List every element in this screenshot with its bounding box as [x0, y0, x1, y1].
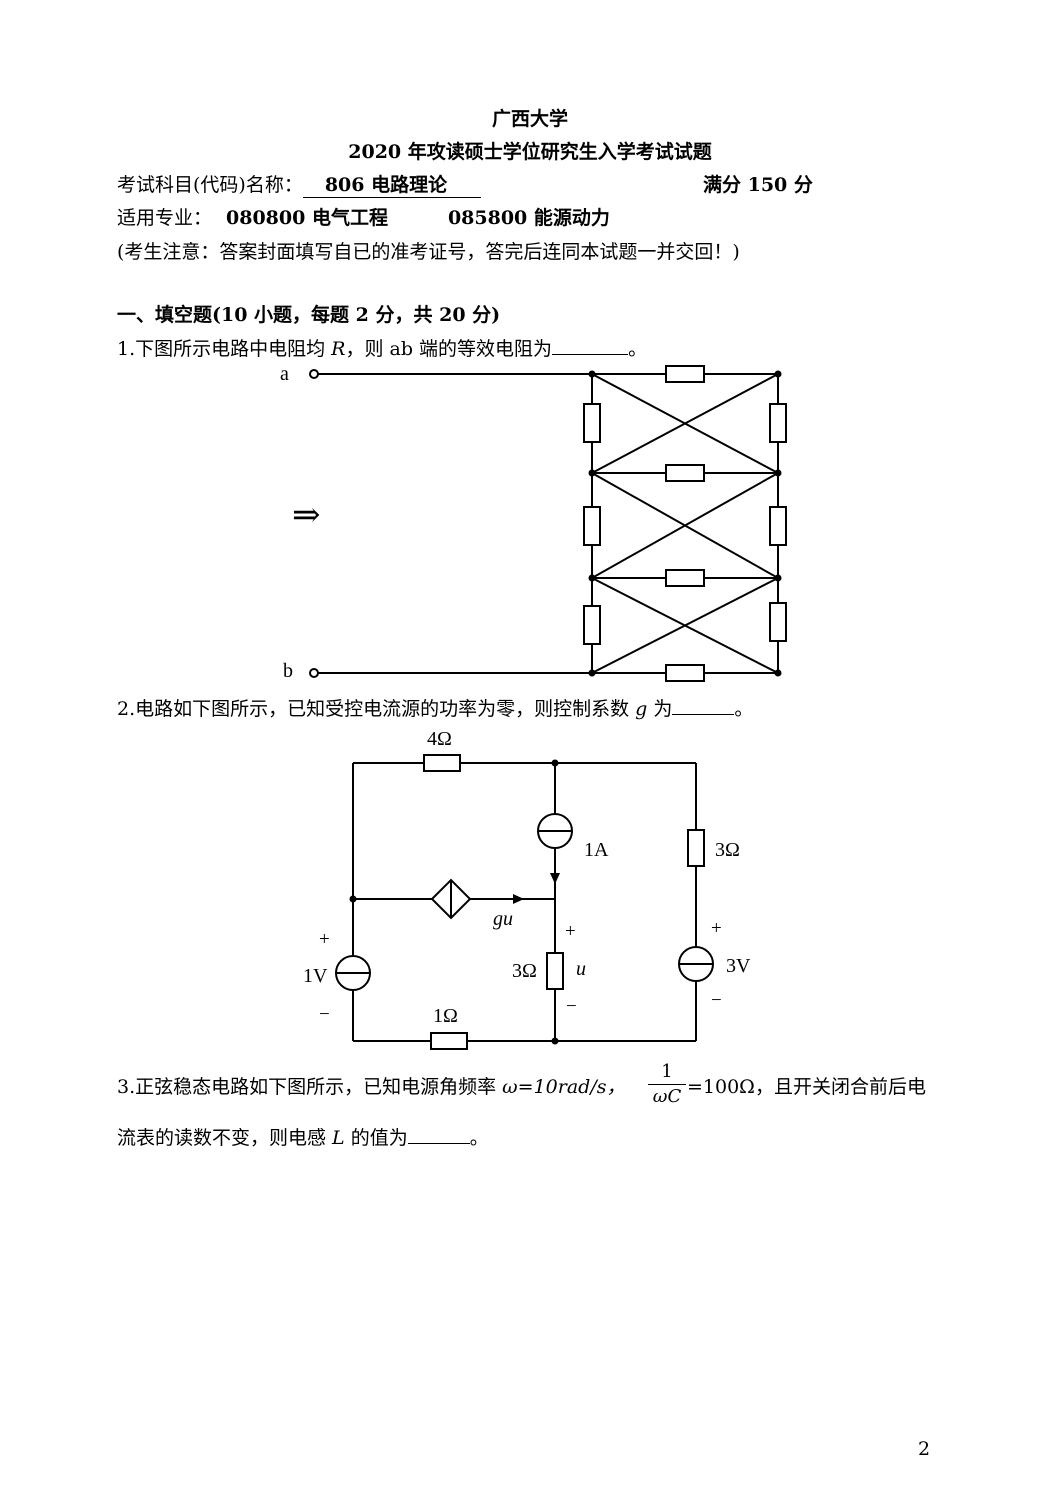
- question-3-line-1: 3.正弦稳态电路如下图所示，已知电源角频率 ω=10rad/s，: [117, 1072, 626, 1099]
- q2-u-label: u: [576, 958, 586, 980]
- q2-plus-left: +: [319, 929, 330, 950]
- q2-r-right-label: 3Ω: [715, 839, 740, 861]
- q3-frac-den: ωC: [652, 1086, 682, 1107]
- q2-plus-right: +: [711, 918, 722, 939]
- subject-value: 806 电路理论: [302, 170, 481, 198]
- section-title: 一、填空题(10 小题，每题 2 分，共 20 分): [117, 304, 501, 326]
- q2-end: 。: [734, 698, 754, 720]
- question-3-line-1b: =100Ω，且开关闭合前后电: [687, 1072, 926, 1099]
- q2-minus-left: −: [319, 1004, 330, 1025]
- q3-line2-b: 的值为: [344, 1127, 408, 1149]
- q3-text-b: ，且开关闭合前后电: [754, 1076, 926, 1098]
- q3-text-a: 3.正弦稳态电路如下图所示，已知电源角频率: [117, 1076, 503, 1098]
- q1-end: 。: [628, 338, 648, 360]
- q2-r-mid-label: 3Ω: [512, 960, 537, 982]
- question-3-line-2: 流表的读数不变，则电感 L 的值为 。: [117, 1123, 489, 1150]
- q2-1v-label: 1V: [303, 965, 328, 987]
- full-score: 满分 150 分: [703, 174, 813, 196]
- q1-text-b: ，则 ab 端的等效电阻为: [345, 338, 553, 360]
- q3-line2-a: 流表的读数不变，则电感: [117, 1127, 333, 1149]
- q2-1a-label: 1A: [584, 839, 609, 861]
- q3-frac-rhs: =100Ω: [687, 1076, 755, 1098]
- q2-minus-right: −: [711, 990, 722, 1011]
- q2-var-g: g: [635, 698, 648, 720]
- question-2-text: 2.电路如下图所示，已知受控电流源的功率为零，则控制系数 g 为 。: [117, 694, 753, 721]
- subject-label: 考试科目(代码)名称：: [117, 174, 303, 196]
- q3-end: 。: [469, 1127, 489, 1149]
- q3-fraction: 1 ωC: [648, 1062, 686, 1107]
- q1-terminal-a: a: [280, 363, 289, 385]
- major-line: 适用专业： 080800 电气工程 085800 能源动力: [117, 203, 610, 230]
- q3-omega: ω=10rad/s，: [502, 1076, 626, 1098]
- major-1: 080800 电气工程: [226, 207, 388, 229]
- q2-r-top-label: 4Ω: [427, 728, 452, 750]
- q2-plus-mid: +: [565, 921, 576, 942]
- exam-notice: (考生注意：答案封面填写自已的准考证号，答完后连同本试题一并交回！): [117, 241, 740, 263]
- q2-r-bottom-label: 1Ω: [433, 1005, 458, 1027]
- page-number: 2: [918, 1438, 931, 1460]
- q1-text-a: 1.下图所示电路中电阻均: [117, 338, 332, 360]
- q1-terminal-b: b: [283, 660, 293, 682]
- q3-answer-blank[interactable]: [407, 1125, 470, 1144]
- subject-line: 考试科目(代码)名称：806 电路理论: [117, 170, 481, 198]
- q3-frac-num: 1: [661, 1061, 673, 1082]
- q1-answer-blank[interactable]: [552, 336, 629, 355]
- q2-text-a: 2.电路如下图所示，已知受控电流源的功率为零，则控制系数: [117, 698, 636, 720]
- q2-minus-mid: −: [566, 996, 577, 1017]
- q2-text-b: 为: [647, 698, 673, 720]
- q2-answer-blank[interactable]: [672, 696, 735, 715]
- university-title: 广西大学: [491, 108, 568, 130]
- q1-var-r: R: [331, 338, 346, 360]
- question-1-text: 1.下图所示电路中电阻均 R，则 ab 端的等效电阻为 。: [117, 334, 647, 361]
- q2-gu-label: gu: [493, 908, 513, 930]
- q2-3v-label: 3V: [726, 955, 751, 977]
- major-label: 适用专业：: [117, 207, 213, 229]
- q3-var-l: L: [332, 1127, 345, 1149]
- exam-title: 2020 年攻读硕士学位研究生入学考试试题: [348, 141, 712, 163]
- q1-implies-arrow: ⇒: [292, 497, 321, 534]
- major-2: 085800 能源动力: [447, 207, 610, 229]
